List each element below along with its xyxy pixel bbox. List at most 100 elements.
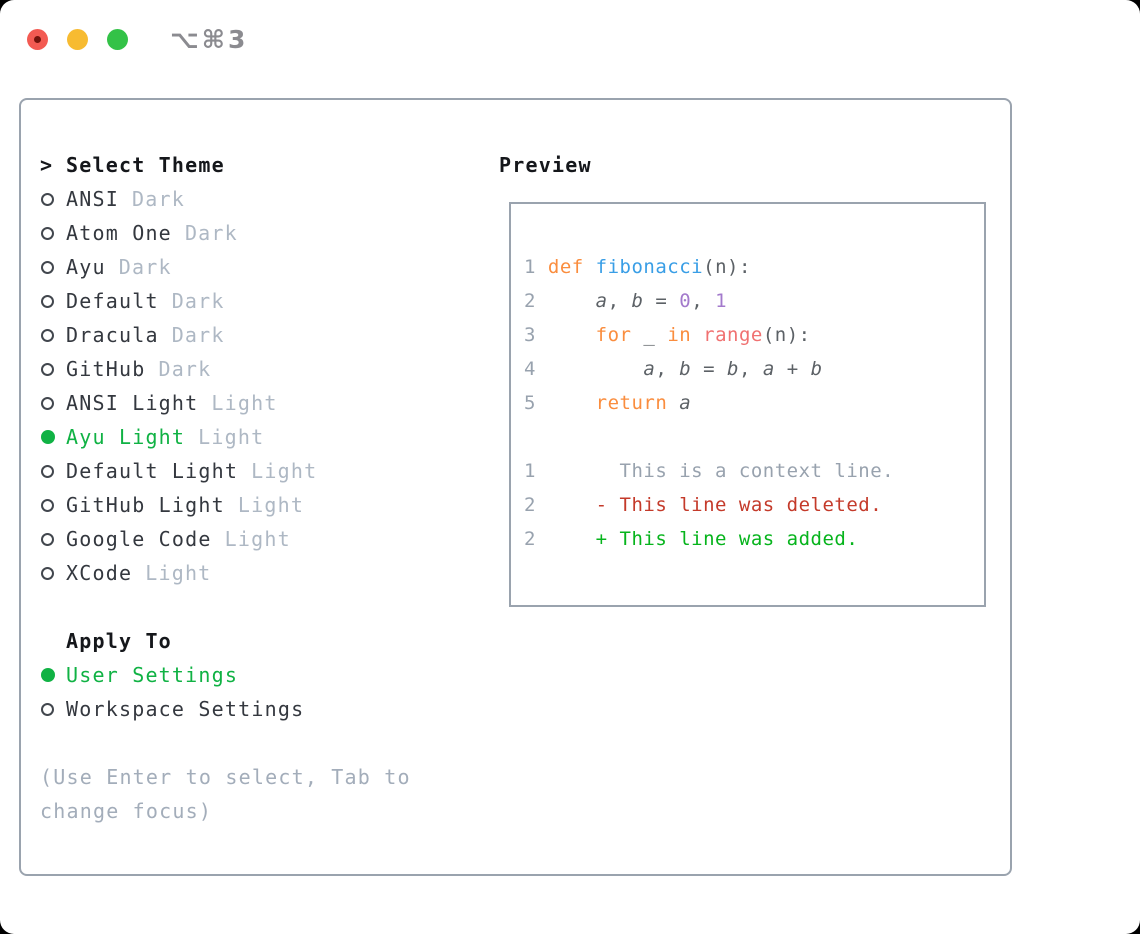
code-token: _	[631, 324, 668, 346]
theme-item[interactable]: Dracula Dark	[40, 318, 490, 352]
code-line	[524, 420, 894, 454]
code-token: a	[762, 358, 775, 380]
preview-title: Preview	[499, 153, 592, 177]
apply-to-option[interactable]: Workspace Settings	[40, 692, 490, 726]
apply-to-label: User Settings	[66, 663, 239, 687]
radio-col	[40, 532, 66, 546]
code-token	[691, 324, 703, 346]
code-token: 1	[715, 290, 728, 312]
code-token: a	[679, 392, 692, 414]
theme-variant: Dark	[118, 255, 172, 279]
theme-item[interactable]: Ayu Dark	[40, 250, 490, 284]
theme-label: ANSI Light	[66, 391, 199, 415]
code-token	[548, 358, 644, 380]
theme-item[interactable]: ANSI Light Light	[40, 386, 490, 420]
radio-col	[40, 498, 66, 512]
radio-icon	[41, 396, 54, 410]
code-token	[548, 290, 596, 312]
minimize-button[interactable]	[67, 29, 88, 50]
radio-icon	[41, 192, 54, 206]
radio-icon	[41, 702, 54, 716]
theme-label: Ayu	[66, 255, 106, 279]
close-dot-icon	[34, 36, 41, 43]
radio-icon	[41, 430, 55, 444]
code-line: 2 + This line was added.	[524, 522, 894, 556]
code-token: 0	[679, 290, 692, 312]
window-title: ⌥⌘3	[170, 25, 249, 54]
code-token: for	[595, 324, 632, 346]
code-line: 2 a, b = 0, 1	[524, 284, 894, 318]
radio-icon	[41, 668, 55, 682]
theme-label: GitHub	[66, 357, 146, 381]
theme-label: XCode	[66, 561, 133, 585]
cursor-col: >	[40, 153, 66, 177]
code-token: ,	[607, 290, 632, 312]
titlebar: ⌥⌘3	[27, 25, 248, 54]
apply-to-option[interactable]: User Settings	[40, 658, 490, 692]
line-number: 2	[524, 528, 548, 550]
code-token: b	[631, 290, 644, 312]
code-token	[548, 392, 596, 414]
radio-col	[40, 566, 66, 580]
theme-label: Dracula	[66, 323, 159, 347]
line-number: 4	[524, 358, 548, 380]
code-token: b	[810, 358, 823, 380]
radio-col	[40, 668, 66, 682]
code-token	[548, 324, 596, 346]
radio-icon	[41, 566, 54, 580]
code-line: 4 a, b = b, a + b	[524, 352, 894, 386]
spacer	[40, 726, 490, 760]
cursor-icon: >	[40, 153, 54, 177]
radio-icon	[41, 294, 54, 308]
theme-label: Default Light	[66, 459, 239, 483]
preview-header: Preview	[499, 148, 592, 182]
apply-to-title: Apply To	[66, 629, 172, 653]
theme-variant: Dark	[171, 289, 225, 313]
line-number: 2	[524, 494, 548, 516]
radio-col	[40, 464, 66, 478]
radio-icon	[41, 362, 54, 376]
radio-icon	[41, 532, 54, 546]
code-token: ,	[655, 358, 680, 380]
code-line: 1 This is a context line.	[524, 454, 894, 488]
theme-variant: Dark	[184, 221, 238, 245]
spacer	[40, 590, 490, 624]
select-theme-header: > Select Theme	[40, 148, 490, 182]
apply-to-header: Apply To	[40, 624, 490, 658]
zoom-button[interactable]	[107, 29, 128, 50]
code-token	[667, 392, 679, 414]
code-token: (n):	[703, 256, 751, 278]
radio-col	[40, 192, 66, 206]
radio-icon	[41, 464, 54, 478]
line-number: 5	[524, 392, 548, 414]
radio-col	[40, 226, 66, 240]
code-token: =	[643, 290, 680, 312]
theme-label: Default	[66, 289, 159, 313]
select-theme-title: Select Theme	[66, 153, 225, 177]
radio-col	[40, 260, 66, 274]
code-token: - This line was deleted.	[547, 494, 883, 516]
radio-icon	[41, 328, 54, 342]
code-token: return	[595, 392, 668, 414]
apply-to-label: Workspace Settings	[66, 697, 305, 721]
theme-item[interactable]: Default Dark	[40, 284, 490, 318]
theme-variant: Light	[211, 391, 278, 415]
theme-variant: Dark	[158, 357, 212, 381]
code-token: +	[774, 358, 811, 380]
code-token: ,	[738, 358, 763, 380]
close-button[interactable]	[27, 29, 48, 50]
code-token: This is a context line.	[547, 460, 895, 482]
theme-variant: Dark	[171, 323, 225, 347]
theme-item[interactable]: GitHub Dark	[40, 352, 490, 386]
